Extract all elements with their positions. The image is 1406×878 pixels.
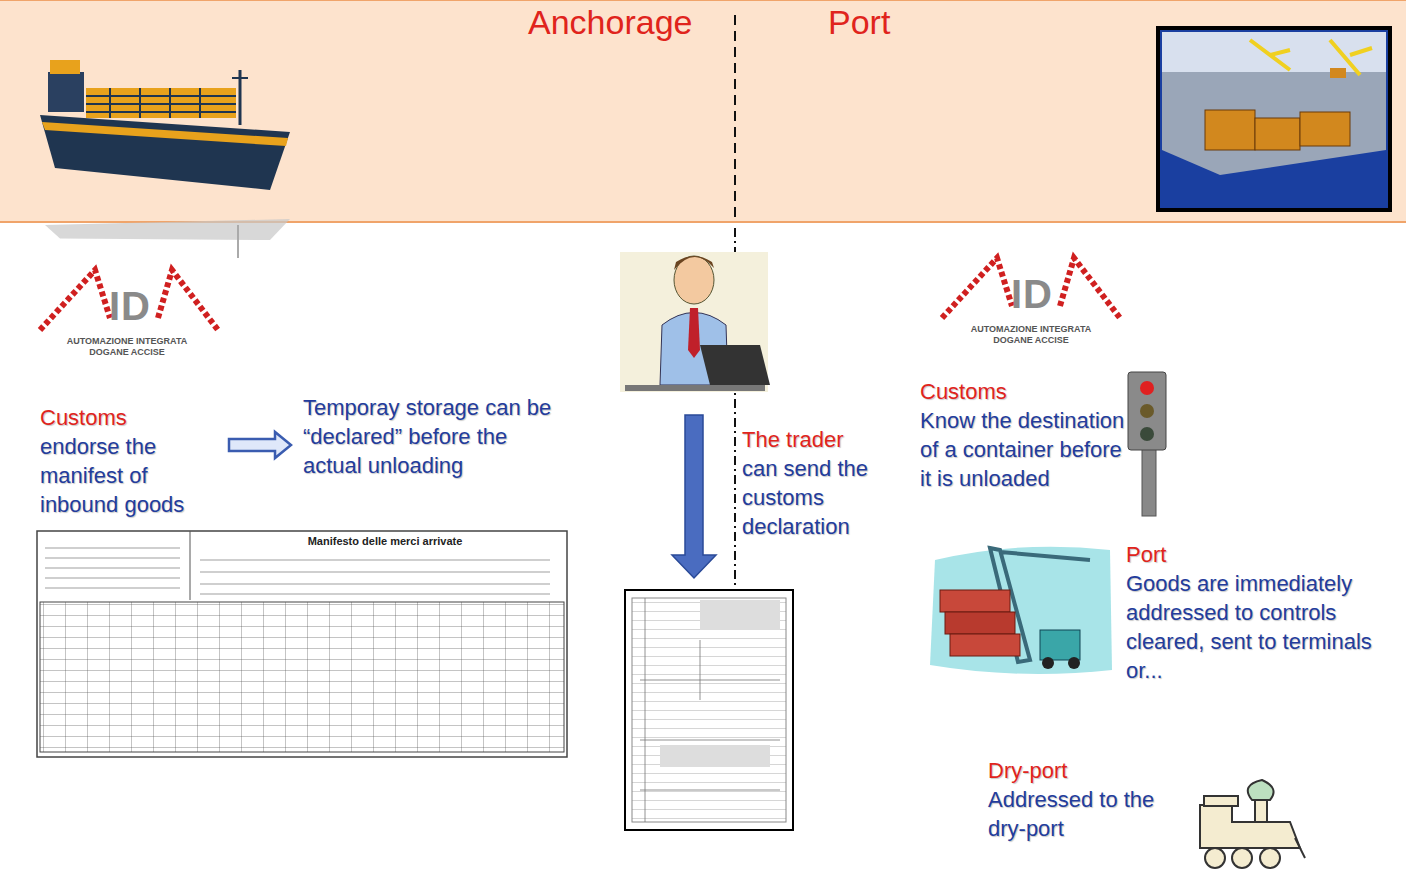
- trader-illustration: [620, 252, 770, 392]
- manifest-form: [37, 531, 567, 757]
- traffic-light: [1128, 372, 1166, 516]
- logo-subtitle: AUTOMAZIONE INTEGRATA DOGANE ACCISE: [962, 324, 1100, 346]
- heading-text: Customs: [920, 377, 1125, 406]
- body-text: Temporay storage can be “declared” befor…: [303, 393, 571, 480]
- port-crane-illustration: [930, 547, 1112, 674]
- body-text: Goods are immediately addressed to contr…: [1126, 569, 1386, 685]
- heading-text: The trader: [742, 425, 892, 454]
- logo-subtitle: AUTOMAZIONE INTEGRATA DOGANE ACCISE: [58, 336, 196, 358]
- region-title: Anchorage: [528, 2, 728, 43]
- text-block: Customsendorse the manifest of inbound g…: [40, 403, 215, 519]
- down-arrow: [672, 415, 716, 578]
- logo-letters: ID: [1002, 270, 1062, 318]
- block-arrow: [229, 432, 291, 458]
- text-block: The tradercan send the customs declarati…: [742, 425, 892, 541]
- declaration-form: [625, 590, 793, 830]
- logo-letters: ID: [100, 282, 160, 330]
- heading-text: Port: [1126, 540, 1386, 569]
- text-block: PortGoods are immediately addressed to c…: [1126, 540, 1386, 685]
- heading-text: Customs: [40, 403, 215, 432]
- region-title: Port: [828, 2, 928, 43]
- top-band: [0, 0, 1406, 222]
- divider: [734, 15, 736, 222]
- form-title: Manifesto delle merci arrivate: [280, 535, 490, 548]
- port-picture: [1158, 28, 1390, 210]
- train-illustration: [1200, 780, 1305, 868]
- body-text: can send the customs declaration: [742, 454, 892, 541]
- body-text: endorse the manifest of inbound goods: [40, 432, 215, 519]
- text-block: CustomsKnow the destination of a contain…: [920, 377, 1125, 493]
- text-block: Temporay storage can be “declared” befor…: [303, 393, 571, 480]
- body-text: Know the destination of a container befo…: [920, 406, 1125, 493]
- body-text: Addressed to the dry-port: [988, 785, 1183, 843]
- text-block: Dry-portAddressed to the dry-port: [988, 756, 1183, 843]
- heading-text: Dry-port: [988, 756, 1183, 785]
- ship-illustration: [40, 60, 290, 258]
- aida-logo: [40, 258, 1120, 330]
